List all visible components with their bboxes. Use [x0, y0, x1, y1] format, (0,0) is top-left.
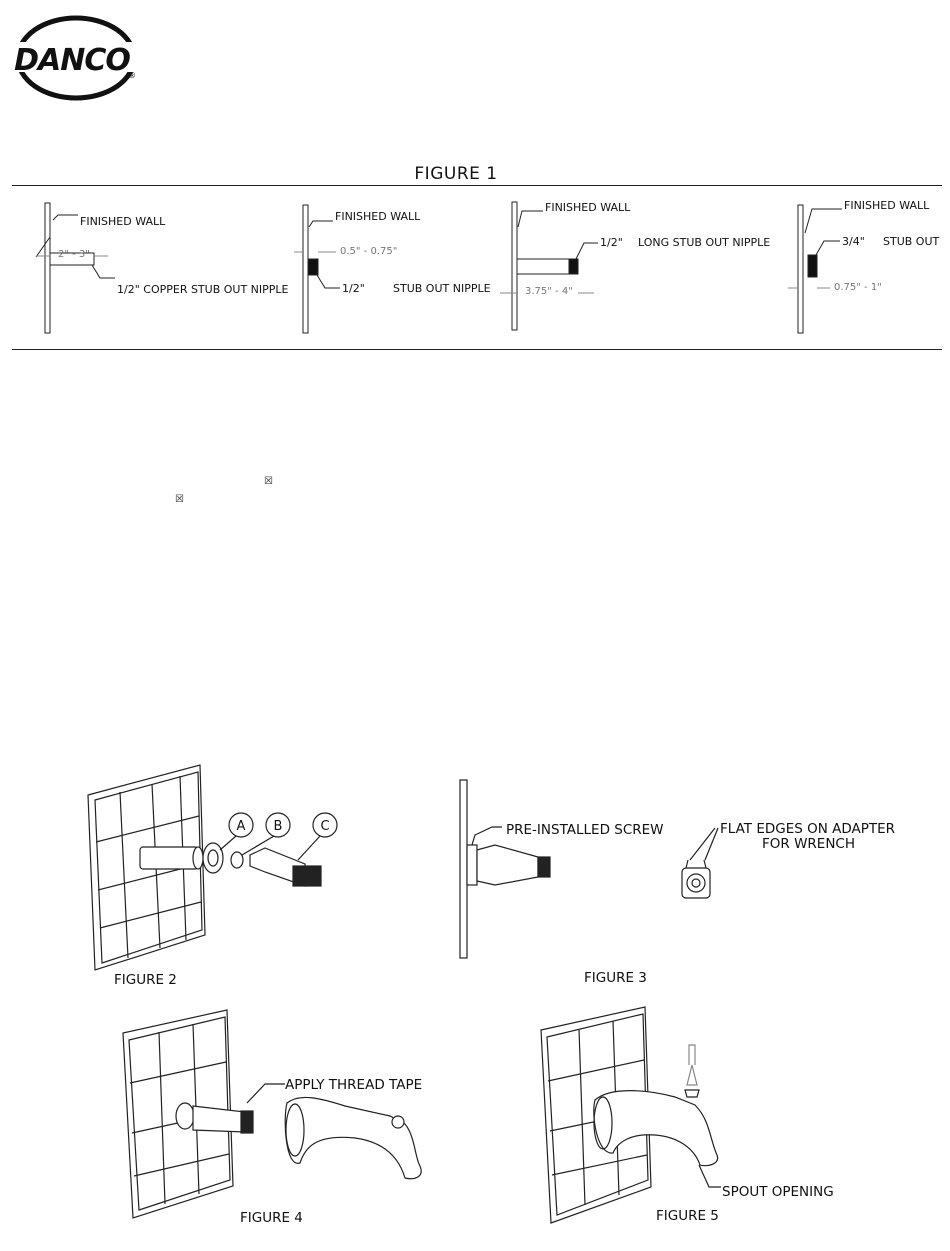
panel2-callout: STUB OUT NIPPLE — [393, 282, 491, 295]
missing-glyph: ☒ — [175, 494, 184, 505]
panel4-wall-label: FINISHED WALL — [844, 199, 930, 212]
figure2-caption: FIGURE 2 — [114, 972, 177, 988]
panel2-size: 1/2" — [342, 282, 365, 295]
figure4-drawing — [122, 1009, 422, 1219]
panel3-size: 1/2" — [600, 236, 623, 249]
figure2-drawing: A B C — [87, 764, 338, 971]
figure3-drawing — [459, 779, 551, 959]
part-c-label: C — [320, 819, 329, 834]
part-b-label: B — [274, 819, 283, 834]
panel2-wall-label: FINISHED WALL — [335, 210, 421, 223]
thread-tape-callout: APPLY THREAD TAPE — [285, 1077, 423, 1093]
danco-logo: DANCO ® — [10, 12, 140, 104]
panel4-dimension: 0.75" - 1" — [834, 282, 882, 293]
svg-text:®: ® — [128, 71, 136, 80]
screw-callout: PRE-INSTALLED SCREW — [506, 822, 664, 838]
figure4-caption: FIGURE 4 — [240, 1210, 303, 1226]
flat-edges-callout-line2: FOR WRENCH — [762, 836, 855, 852]
panel4-size: 3/4" — [842, 235, 865, 248]
figure1-top-rule — [12, 185, 942, 186]
figure1-title: FIGURE 1 — [414, 164, 498, 184]
panel1-dimension: 2" - 3" — [58, 249, 90, 260]
missing-glyph: ☒ — [264, 476, 273, 487]
spout-opening-callout: SPOUT OPENING — [722, 1184, 834, 1200]
panel1-wall-label: FINISHED WALL — [80, 215, 166, 228]
part-a-label: A — [237, 819, 246, 834]
figure5-drawing — [540, 1006, 721, 1224]
figure3-caption: FIGURE 3 — [584, 970, 647, 986]
svg-text:DANCO: DANCO — [14, 43, 130, 78]
panel4-callout: STUB OUT — [883, 235, 940, 248]
panel1-callout: 1/2" COPPER STUB OUT NIPPLE — [117, 283, 289, 296]
figure1-drawings — [35, 201, 842, 334]
panel3-dimension: 3.75" - 4" — [525, 286, 573, 297]
flat-edges-callout-line1: FLAT EDGES ON ADAPTER — [720, 821, 896, 837]
panel3-callout: LONG STUB OUT NIPPLE — [638, 236, 771, 249]
figure5-caption: FIGURE 5 — [656, 1208, 719, 1224]
figure1-bottom-rule — [12, 349, 942, 350]
panel3-wall-label: FINISHED WALL — [545, 201, 631, 214]
adapter-end-view — [681, 827, 719, 899]
panel2-dimension: 0.5" - 0.75" — [340, 246, 398, 257]
